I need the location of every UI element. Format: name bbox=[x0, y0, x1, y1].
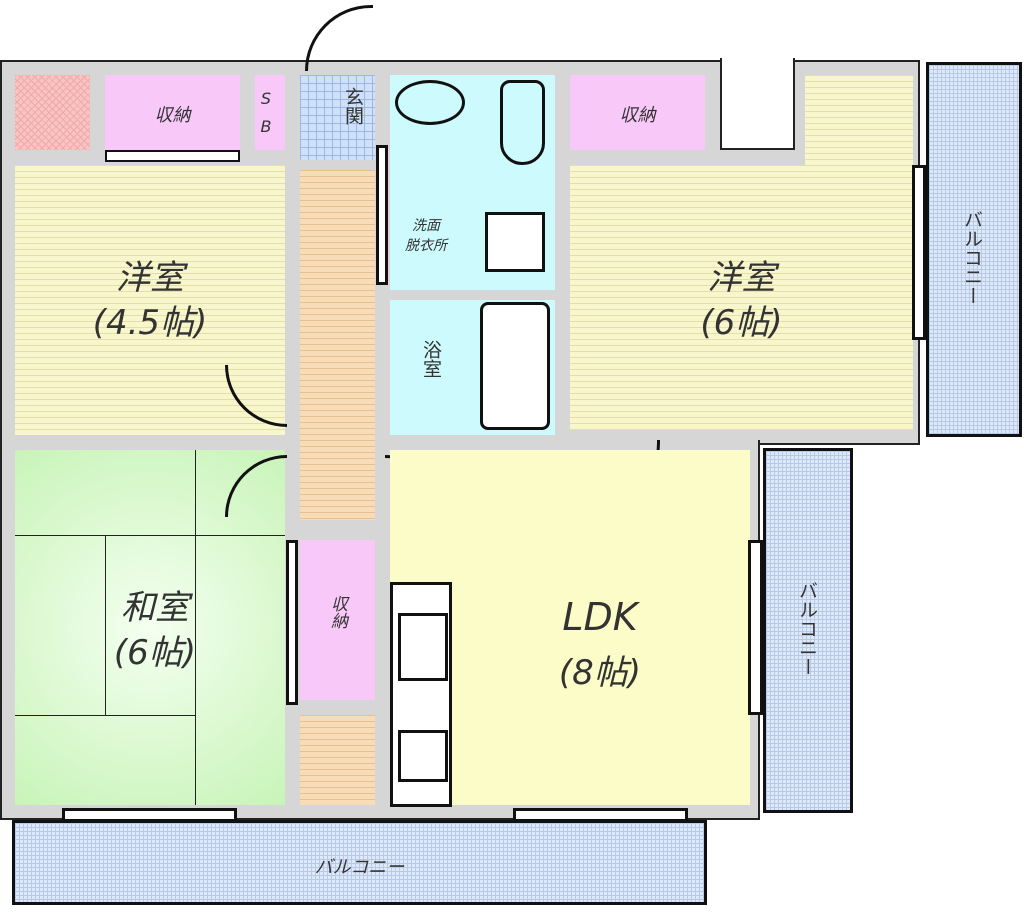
hallway bbox=[300, 170, 375, 520]
shoe-box-label: SB bbox=[260, 89, 272, 136]
room-size: (6帖) bbox=[700, 303, 783, 343]
washbasin-icon bbox=[395, 80, 465, 125]
storage-top-right: 収納 bbox=[570, 75, 705, 150]
room-size: (8帖) bbox=[558, 653, 642, 693]
bathroom: 浴室 bbox=[390, 300, 555, 435]
balcony-right-top: バルコニー bbox=[926, 62, 1022, 437]
room-name: LDK bbox=[562, 595, 638, 639]
balcony-label: バルコニー bbox=[796, 581, 818, 676]
bathtub-icon bbox=[480, 302, 550, 430]
storage-label: 収納 bbox=[154, 105, 191, 126]
bathroom-label: 浴室 bbox=[420, 340, 442, 378]
shoe-box: SB bbox=[255, 75, 285, 150]
notch bbox=[720, 58, 795, 150]
washing-machine-icon bbox=[485, 212, 545, 272]
room-size: (4.5帖) bbox=[92, 303, 208, 343]
ldk: LDK (8帖) bbox=[390, 450, 750, 807]
washroom-label: 洗面 脱衣所 bbox=[405, 218, 447, 254]
small-floor bbox=[300, 715, 375, 805]
balcony-label: バルコニー bbox=[314, 857, 405, 878]
storage-label: 収納 bbox=[619, 105, 656, 126]
western-room-6: 洋室 (6帖) bbox=[570, 165, 913, 430]
room-name: 和室 bbox=[121, 588, 189, 628]
washroom: 洗面 脱衣所 bbox=[390, 75, 555, 290]
window bbox=[748, 540, 763, 715]
kitchen-counter bbox=[390, 582, 452, 807]
storage-top-left: 収納 bbox=[105, 75, 240, 150]
western-room-6-upper bbox=[805, 75, 913, 165]
storage-label: 収納 bbox=[327, 595, 347, 629]
sliding-door[interactable] bbox=[376, 145, 388, 285]
sink-icon bbox=[398, 613, 448, 681]
toilet-icon bbox=[500, 80, 545, 165]
closet-door[interactable] bbox=[286, 540, 298, 705]
room-name: 洋室 bbox=[707, 258, 776, 298]
pink-hatched-area bbox=[15, 75, 90, 150]
entrance-door[interactable] bbox=[305, 5, 373, 71]
window bbox=[912, 165, 926, 340]
room-size: (6帖) bbox=[113, 633, 197, 673]
balcony-right-mid: バルコニー bbox=[763, 448, 853, 813]
storage-mid: 収納 bbox=[300, 540, 375, 700]
entrance: 玄関 bbox=[300, 75, 375, 160]
closet-doors[interactable] bbox=[105, 150, 240, 162]
balcony-label: バルコニー bbox=[961, 210, 983, 305]
room-name: 洋室 bbox=[116, 258, 184, 298]
stove-icon bbox=[398, 730, 448, 782]
entrance-label: 玄関 bbox=[342, 87, 364, 125]
balcony-bottom: バルコニー bbox=[12, 820, 707, 905]
